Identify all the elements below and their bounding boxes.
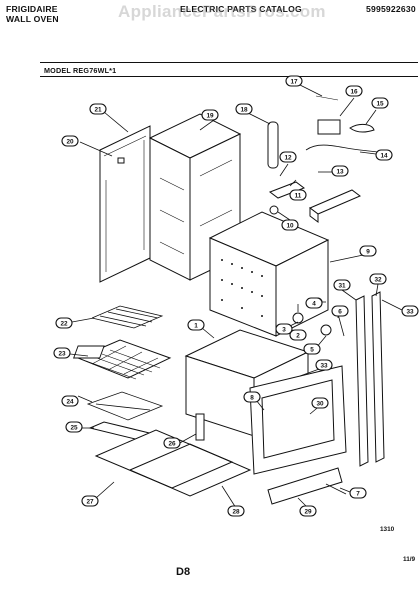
- svg-text:33: 33: [320, 363, 328, 370]
- svg-text:10: 10: [286, 223, 294, 230]
- svg-text:19: 19: [206, 113, 214, 120]
- callout-labels: 1 2 3 4 5 6 7 8 9 10 11 12 13 14 15 16 1…: [53, 75, 419, 517]
- oven-rack-part: [76, 339, 172, 380]
- callout-23: 23: [53, 347, 71, 359]
- svg-text:11: 11: [295, 193, 302, 200]
- broil-element-part: [91, 305, 164, 329]
- callout-16: 16: [345, 85, 363, 97]
- callout-8: 8: [243, 391, 261, 403]
- svg-text:14: 14: [380, 153, 388, 160]
- header-rule-top: [40, 62, 418, 63]
- svg-text:31: 31: [338, 283, 346, 290]
- date-code: 11/9: [403, 556, 416, 563]
- product-line: WALL OVEN: [6, 14, 59, 24]
- figure-number: 1310: [380, 526, 395, 533]
- svg-text:8: 8: [250, 395, 254, 402]
- svg-text:1: 1: [194, 323, 198, 330]
- callout-4: 4: [305, 297, 323, 309]
- catalog-title: ELECTRIC PARTS CATALOG: [180, 4, 302, 14]
- svg-text:7: 7: [356, 491, 360, 498]
- callout-6: 6: [331, 305, 349, 317]
- callout-21: 21: [89, 103, 107, 115]
- svg-text:26: 26: [168, 441, 176, 448]
- callout-18: 18: [235, 103, 253, 115]
- callout-31: 31: [333, 279, 351, 291]
- callout-12: 12: [279, 151, 297, 163]
- callout-32: 32: [369, 273, 387, 285]
- callout-30: 30: [311, 397, 329, 409]
- callout-14: 14: [375, 149, 393, 161]
- callout-1: 1: [187, 319, 205, 331]
- brand-line: FRIGIDAIRE: [6, 4, 58, 14]
- vent-tube-part: [267, 121, 279, 169]
- svg-text:3: 3: [282, 327, 286, 334]
- callout-15: 15: [371, 97, 389, 109]
- callout-2: 2: [289, 329, 307, 341]
- callout-10: 10: [281, 219, 299, 231]
- top-bracket-part: [309, 189, 361, 223]
- callout-17: 17: [285, 75, 303, 87]
- watermark-text: AppliancePartsPros.com: [118, 2, 326, 21]
- bottom-panel-part: [94, 429, 252, 497]
- svg-text:13: 13: [336, 169, 344, 176]
- thermostat-bracket-part: [268, 181, 306, 215]
- callout-24: 24: [61, 395, 79, 407]
- callout-25: 25: [65, 421, 83, 433]
- callout-13: 13: [331, 165, 349, 177]
- callout-5: 5: [303, 343, 321, 355]
- bake-element-part: [86, 391, 164, 421]
- callout-33-door: 33: [315, 359, 333, 371]
- wire-harness-part: [305, 95, 379, 153]
- side-trim-part: [355, 291, 385, 467]
- svg-text:30: 30: [316, 401, 324, 408]
- callout-3: 3: [275, 323, 293, 335]
- callout-33-right: 33: [401, 305, 419, 317]
- header-rule-bottom: [40, 76, 418, 77]
- kick-panel-part: [267, 467, 343, 505]
- svg-text:5: 5: [310, 347, 314, 354]
- svg-text:16: 16: [350, 89, 358, 96]
- svg-text:20: 20: [66, 139, 74, 146]
- cabinet-body-part: [208, 211, 330, 337]
- svg-text:18: 18: [240, 107, 248, 114]
- svg-text:21: 21: [94, 107, 102, 114]
- svg-text:17: 17: [290, 79, 298, 86]
- svg-text:22: 22: [60, 321, 68, 328]
- svg-text:28: 28: [232, 509, 240, 516]
- svg-text:27: 27: [86, 499, 94, 506]
- callout-20: 20: [61, 135, 79, 147]
- callout-11: 11: [289, 189, 307, 201]
- callout-19: 19: [201, 109, 219, 121]
- svg-text:32: 32: [374, 277, 382, 284]
- model-label: MODEL REG76WL*1: [44, 66, 117, 75]
- catalog-number: 5995922630: [366, 4, 416, 14]
- svg-text:2: 2: [296, 333, 300, 340]
- callout-9: 9: [359, 245, 377, 257]
- back-panel-part: [99, 125, 151, 283]
- callout-29: 29: [299, 505, 317, 517]
- svg-text:24: 24: [66, 399, 74, 406]
- callout-28: 28: [227, 505, 245, 517]
- callout-27: 27: [81, 495, 99, 507]
- svg-text:25: 25: [70, 425, 78, 432]
- leader-lines: [69, 81, 411, 509]
- callout-22: 22: [55, 317, 73, 329]
- callout-26: 26: [163, 437, 181, 449]
- svg-text:15: 15: [376, 101, 384, 108]
- svg-text:12: 12: [284, 155, 292, 162]
- svg-text:33: 33: [406, 309, 414, 316]
- svg-text:9: 9: [366, 249, 370, 256]
- page-code: D8: [176, 566, 191, 578]
- svg-text:4: 4: [312, 301, 316, 308]
- callout-7: 7: [349, 487, 367, 499]
- svg-text:29: 29: [304, 509, 312, 516]
- svg-text:23: 23: [58, 351, 66, 358]
- svg-text:6: 6: [338, 309, 342, 316]
